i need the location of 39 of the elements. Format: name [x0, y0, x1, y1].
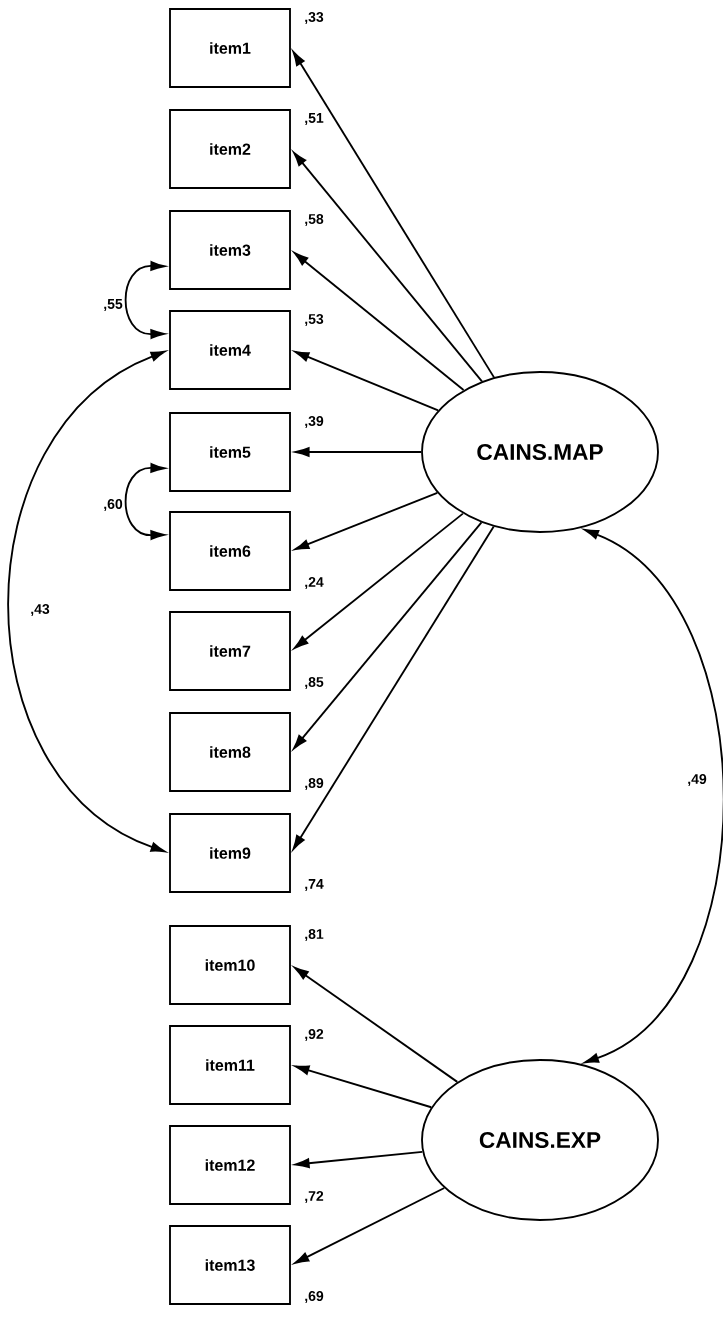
item-box: item4: [169, 310, 291, 390]
edge-label: ,60: [101, 497, 125, 513]
item-box: item1: [169, 8, 291, 88]
item-box: item5: [169, 412, 291, 492]
loading-arrow: [293, 521, 483, 750]
item-box: item8: [169, 712, 291, 792]
edge-label: ,55: [101, 297, 125, 313]
loading-arrow: [292, 525, 495, 850]
value-label: ,74: [305, 879, 324, 891]
loading-arrow: [292, 51, 495, 379]
item-box: item13: [169, 1225, 291, 1305]
value-label: ,85: [305, 677, 324, 689]
item-box: item11: [169, 1025, 291, 1105]
edge-label: ,43: [28, 602, 52, 618]
value-label: ,51: [305, 113, 324, 125]
value-label: ,81: [305, 929, 324, 941]
item-box: item7: [169, 611, 291, 691]
item-box: item9: [169, 813, 291, 893]
loading-arrow: [294, 1150, 424, 1169]
loading-arrow: [293, 512, 464, 649]
value-label: ,39: [305, 416, 324, 428]
item-box: item3: [169, 210, 291, 290]
value-label: ,69: [305, 1291, 324, 1303]
loading-arrow: [294, 350, 440, 412]
loading-arrow: [293, 151, 483, 383]
loading-arrow: [294, 1187, 446, 1264]
value-label: ,33: [305, 12, 324, 24]
item-box: item6: [169, 511, 291, 591]
item-box: item12: [169, 1125, 291, 1205]
loading-arrow: [294, 491, 439, 551]
item-box: item10: [169, 925, 291, 1005]
value-label: ,89: [305, 778, 324, 790]
covariance-arrow: [7, 350, 166, 853]
value-label: ,53: [305, 314, 324, 326]
value-label: ,72: [305, 1191, 324, 1203]
item-box: item2: [169, 109, 291, 189]
value-label: ,58: [305, 214, 324, 226]
value-label: ,24: [305, 577, 324, 589]
loading-arrow: [293, 252, 465, 391]
